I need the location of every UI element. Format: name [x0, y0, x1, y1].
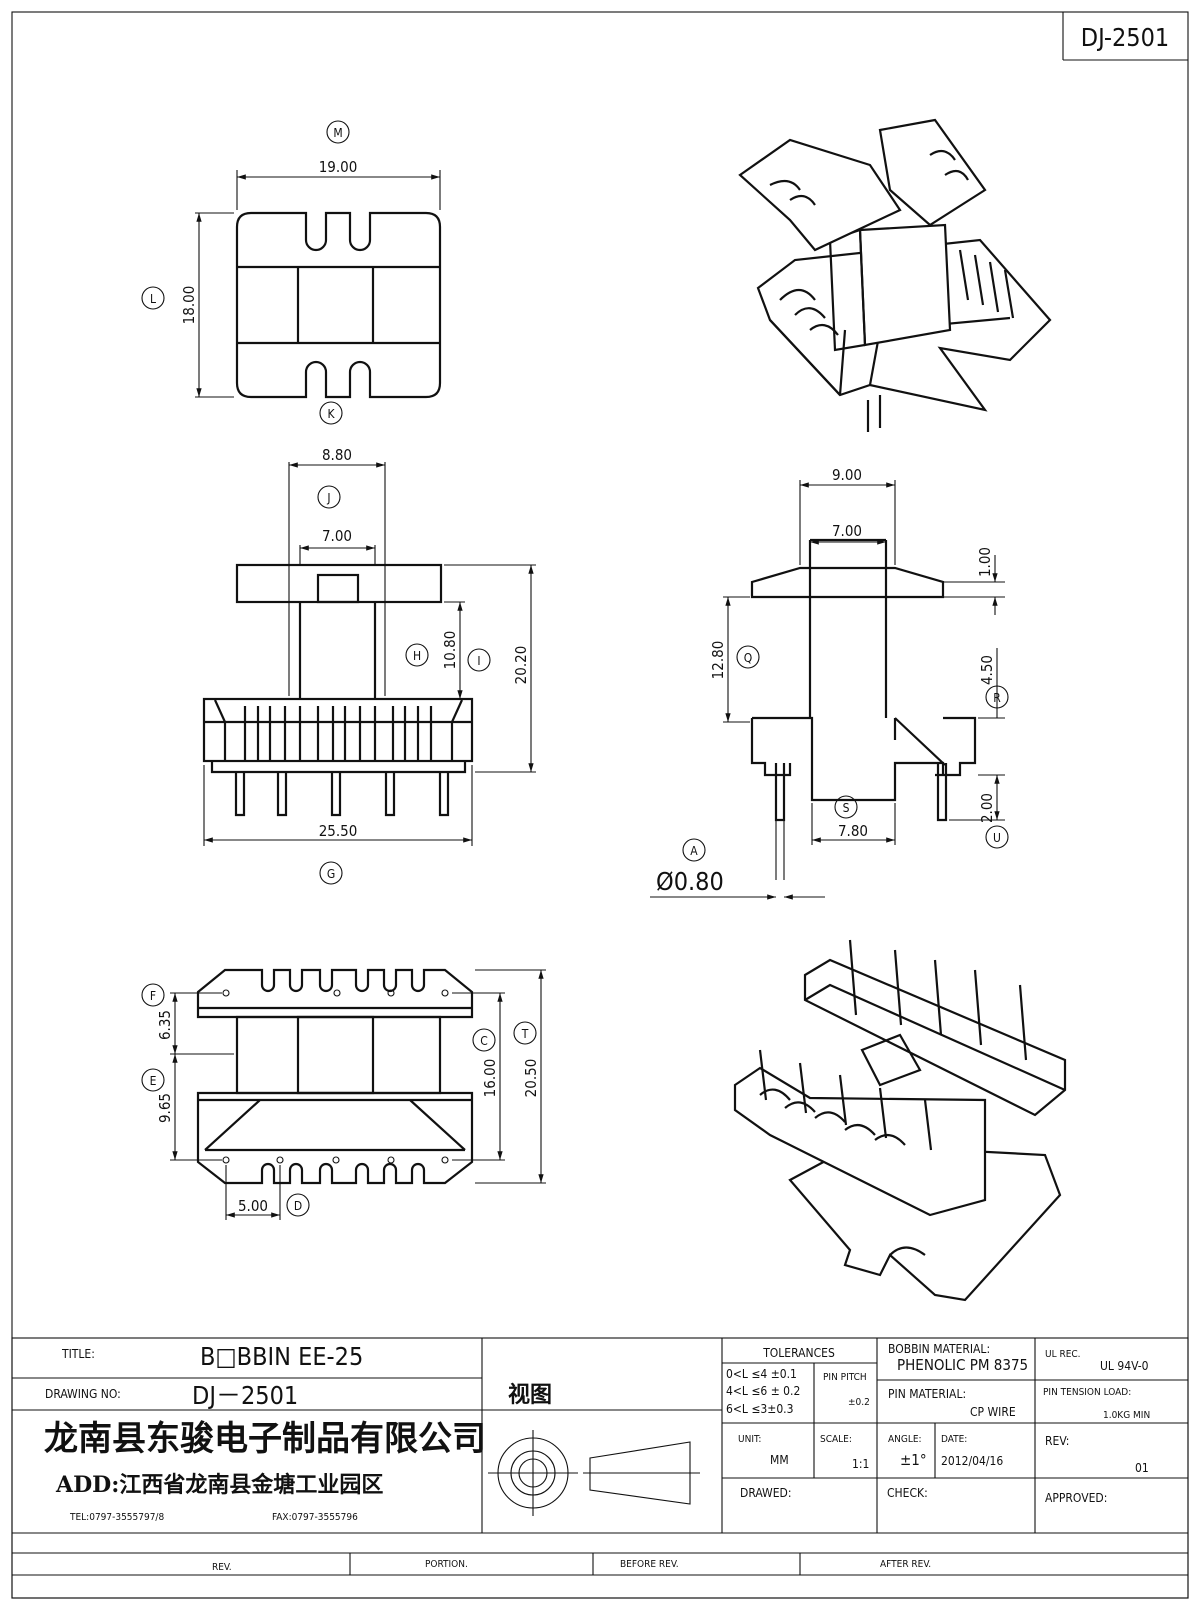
dim-side-h1: 12.80	[709, 641, 727, 680]
marker-m: M	[333, 126, 342, 140]
marker-a: A	[690, 844, 698, 858]
company-address: ADD:江西省龙南县金塘工业园区	[55, 1472, 383, 1498]
marker-e: E	[150, 1074, 157, 1088]
top-view: 19.00 18.00 M L K	[141, 120, 442, 425]
dim-pin-length: 2.00	[978, 793, 996, 823]
scale-label: SCALE:	[820, 1434, 852, 1445]
tolerance-3: 6<L ≤3±0.3	[726, 1402, 793, 1416]
date-value: 2012/04/16	[941, 1454, 1003, 1468]
pin-pitch-value: ±0.2	[848, 1397, 870, 1408]
dim-side-bottom-width: 7.80	[838, 822, 868, 840]
pin-material-value: CP WIRE	[970, 1405, 1016, 1419]
angle-value: ±1°	[900, 1451, 927, 1469]
dim-core-width: 8.80	[322, 446, 352, 464]
after-rev-column: AFTER REV.	[880, 1559, 931, 1570]
dim-base-width: 25.50	[319, 822, 358, 840]
dim-winding-height: 10.80	[441, 631, 459, 670]
marker-r: R	[993, 691, 1001, 705]
company-tel: TEL:0797-3555797/8	[69, 1512, 164, 1523]
marker-g: G	[327, 867, 335, 881]
dim-inner-width: 7.00	[322, 527, 352, 545]
drawing-no-value: DJ－2501	[192, 1381, 298, 1410]
dim-top-height: 18.00	[180, 286, 198, 325]
dim-side-inner-width: 7.00	[832, 522, 862, 540]
rev-column: REV.	[212, 1562, 232, 1573]
company-name: 龙南县东骏电子制品有限公司	[44, 1419, 486, 1459]
dim-top-width: 19.00	[319, 158, 358, 176]
tolerance-2: 4<L ≤6 ± 0.2	[726, 1384, 800, 1398]
view-label: 视图	[508, 1382, 552, 1408]
marker-c: C	[480, 1034, 488, 1048]
marker-f: F	[150, 989, 156, 1003]
rev-value: 01	[1135, 1461, 1149, 1475]
angle-label: ANGLE:	[888, 1434, 922, 1445]
ul-value: UL 94V-0	[1100, 1359, 1149, 1373]
bobbin-material-value: PHENOLIC PM 8375	[897, 1356, 1028, 1374]
isometric-view-bottom	[733, 939, 1067, 1302]
projection-symbol	[488, 1430, 700, 1516]
dim-flange-thickness: 1.00	[976, 547, 994, 577]
bottom-view: 6.35 9.65 16.00 20.50 5.00 F E C T D	[141, 968, 546, 1220]
dim-bottom-d2: 9.65	[156, 1093, 174, 1123]
pin-pitch-label: PIN PITCH	[823, 1372, 867, 1383]
pin-tension-value: 1.0KG MIN	[1103, 1410, 1150, 1421]
pin-material-label: PIN MATERIAL:	[888, 1387, 966, 1401]
title-label: TITLE:	[61, 1347, 95, 1361]
front-view: 8.80 7.00 10.80 20.20 25.50 J H I G	[202, 446, 536, 885]
marker-k: K	[327, 407, 335, 421]
marker-h: H	[413, 649, 421, 663]
unit-value: MM	[770, 1453, 789, 1467]
scale-value: 1:1	[852, 1457, 869, 1471]
isometric-view-top	[738, 118, 1052, 432]
side-view: 9.00 7.00 1.00 12.80 4.50 2.00 7.80 Ø0.8…	[650, 466, 1009, 900]
unit-label: UNIT:	[738, 1434, 761, 1445]
dim-bottom-inner-height: 16.00	[481, 1059, 499, 1098]
dim-pin-pitch: 5.00	[238, 1197, 268, 1215]
marker-q: Q	[744, 651, 753, 665]
dim-total-height: 20.20	[512, 646, 530, 685]
marker-i: I	[477, 654, 480, 668]
check-label: CHECK:	[887, 1486, 928, 1500]
bobbin-material-label: BOBBIN MATERIAL:	[888, 1342, 990, 1356]
pin-tension-label: PIN TENSION LOAD:	[1043, 1387, 1131, 1398]
title-value: B□BBIN EE-25	[200, 1342, 363, 1371]
approved-label: APPROVED:	[1045, 1491, 1107, 1505]
marker-j: J	[326, 491, 330, 505]
dim-bottom-total-height: 20.50	[522, 1059, 540, 1098]
before-rev-column: BEFORE REV.	[620, 1559, 679, 1570]
dim-side-h2: 4.50	[978, 655, 996, 685]
portion-column: PORTION.	[425, 1559, 468, 1570]
marker-t: T	[521, 1027, 529, 1041]
drawing-code: DJ-2501	[1081, 23, 1169, 52]
dim-side-top-width: 9.00	[832, 466, 862, 484]
drawing-no-label: DRAWING NO:	[45, 1387, 121, 1401]
company-fax: FAX:0797-3555796	[272, 1512, 358, 1523]
tolerances-label: TOLERANCES	[762, 1346, 835, 1360]
marker-u: U	[993, 831, 1001, 845]
drawed-label: DRAWED:	[740, 1486, 792, 1500]
ul-label: UL REC.	[1045, 1349, 1081, 1360]
marker-s: S	[843, 801, 850, 815]
tolerance-1: 0<L ≤4 ±0.1	[726, 1367, 797, 1381]
title-block: TITLE: B□BBIN EE-25 DRAWING NO: DJ－2501 …	[11, 1337, 1189, 1599]
dim-pin-diameter: Ø0.80	[656, 867, 724, 896]
date-label: DATE:	[941, 1434, 967, 1445]
marker-l: L	[150, 292, 156, 306]
rev-label: REV:	[1045, 1434, 1069, 1448]
marker-d: D	[294, 1199, 302, 1213]
dim-bottom-d1: 6.35	[156, 1010, 174, 1040]
